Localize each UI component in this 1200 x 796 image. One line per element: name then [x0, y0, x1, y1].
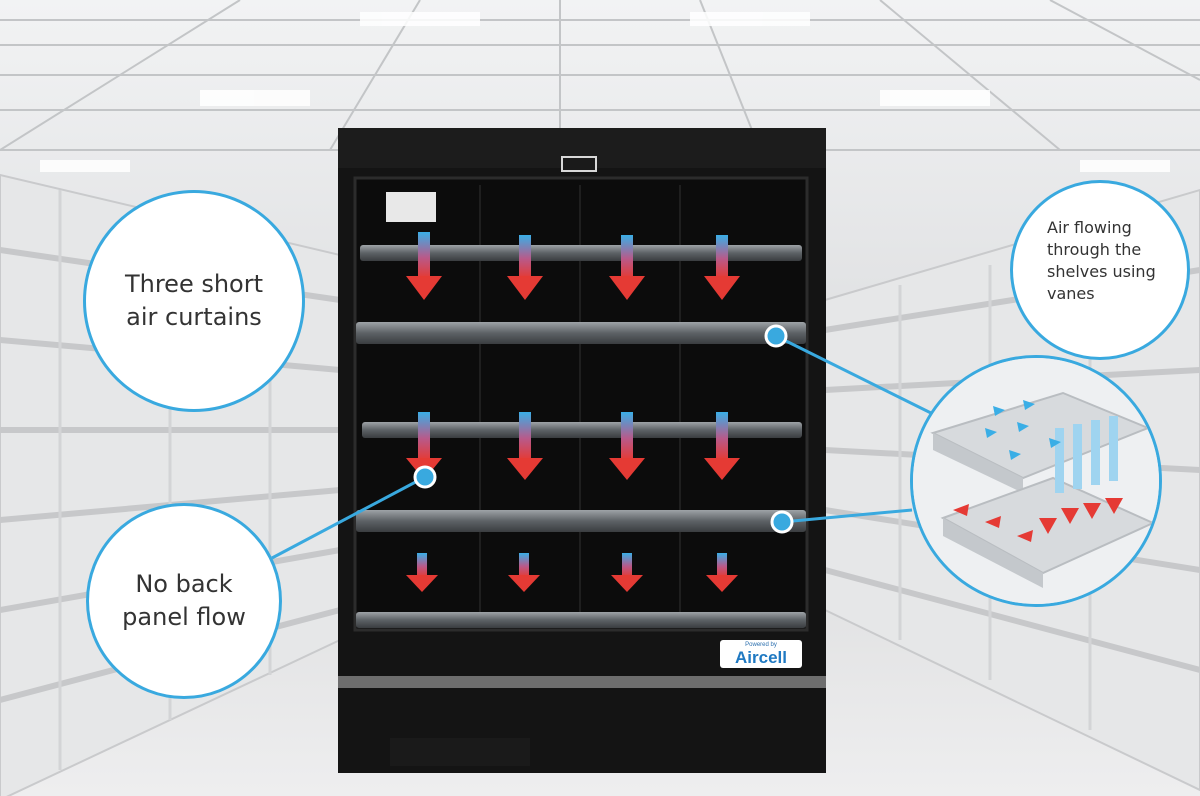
air-flow-arrow-icon — [706, 553, 738, 592]
vane-detail-illustration — [913, 358, 1159, 604]
shelf-3 — [362, 422, 802, 438]
air-flow-arrow-icon — [704, 235, 740, 300]
air-flow-arrow-icon — [507, 235, 543, 300]
pointer-dot-icon — [770, 510, 794, 534]
air-flow-arrow-icon — [953, 498, 1123, 542]
fridge-cabinet — [338, 128, 826, 773]
air-flow-arrow-icon — [985, 400, 1061, 460]
aircell-logo: Powered by Aircell — [720, 640, 802, 668]
callout-label: Three short air curtains — [124, 270, 264, 331]
shelves — [356, 245, 806, 628]
shelf-4 — [356, 510, 806, 532]
ceiling-grid — [0, 0, 1200, 151]
shelf-2 — [356, 322, 806, 344]
pointer-dot-icon — [413, 465, 437, 489]
pointer-dot-icon — [764, 324, 788, 348]
air-flow-arrow-icon — [609, 235, 645, 300]
callout-shelf-vanes: Air flowing through the shelves using va… — [1010, 180, 1190, 360]
callout-three-air-curtains: Three short air curtains — [83, 190, 305, 412]
shelf-5 — [356, 612, 806, 628]
air-flow-arrow-icon — [507, 412, 543, 480]
logo-tagline: Powered by — [745, 641, 777, 648]
air-flow-arrow-icon — [406, 553, 438, 592]
price-label — [386, 192, 436, 222]
logo-brand: Aircell — [735, 647, 787, 667]
shelf-1 — [360, 245, 802, 261]
ceiling-lights — [40, 12, 1170, 172]
callout-no-back-panel-flow: No back panel flow — [86, 503, 282, 699]
air-flow-arrow-icon — [406, 232, 442, 300]
callout-connectors — [271, 324, 936, 560]
callout-label: Air flowing through the shelves using va… — [1047, 218, 1156, 303]
cabinet-handle — [561, 156, 597, 172]
callout-label: No back panel flow — [122, 570, 246, 631]
shelf-vane-detail-inset — [910, 355, 1162, 607]
air-flow-arrow-icon — [609, 412, 645, 480]
air-flow-arrow-icon — [704, 412, 740, 480]
air-flow-arrow-icon — [611, 553, 643, 592]
air-flow-arrow-icon — [508, 553, 540, 592]
